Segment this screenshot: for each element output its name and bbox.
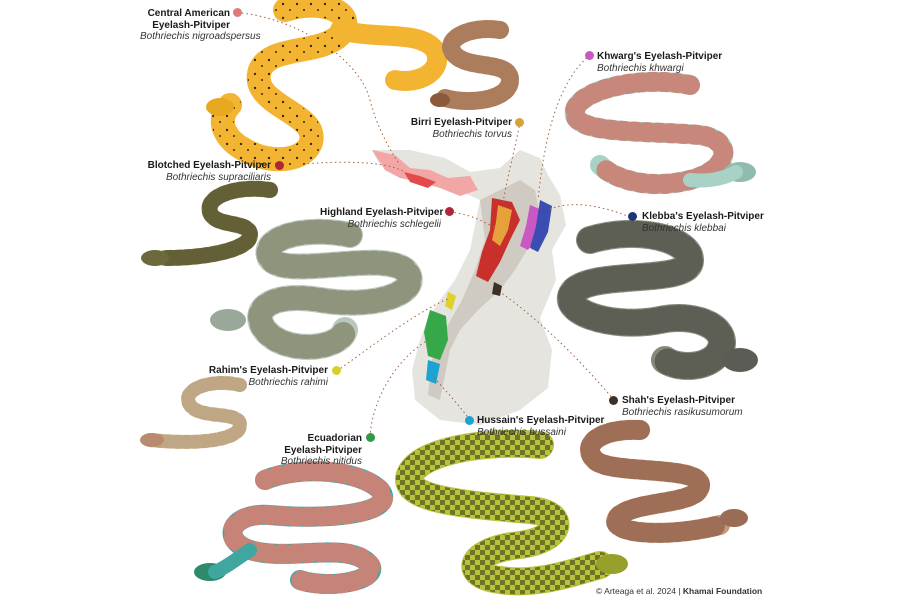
marker-dot-nigroadspersus: [233, 8, 242, 17]
connector-nitidus: [369, 339, 429, 438]
range-torvus: [492, 205, 512, 246]
scientific-name: Bothriechis torvus: [432, 128, 512, 140]
marker-dot-rahimi: [332, 366, 341, 375]
label-schlegelii: Highland Eyelash-Pitviper Bothriechis sc…: [320, 207, 444, 230]
common-name: Eyelash-Pitviper: [152, 19, 230, 31]
label-khwargi: Khwarg's Eyelash-Pitviper Bothriechis kh…: [597, 51, 722, 74]
snake-klebbai: [556, 219, 758, 380]
common-name: Central American: [147, 8, 230, 19]
distribution-map: [372, 150, 566, 425]
snake-torvus: [430, 20, 519, 110]
marker-dot-rasikusumorum: [609, 396, 618, 405]
scientific-name: Bothriechis khwargi: [597, 62, 684, 74]
range-nigroadspersus: [372, 150, 478, 196]
marker-dot-schlegelii: [445, 207, 454, 216]
common-name: Highland Eyelash-Pitviper: [320, 207, 444, 218]
scientific-name: Bothriechis supraciliaris: [165, 171, 271, 183]
label-nigroadspersus: Central American Eyelash-Pitviper Bothri…: [140, 8, 261, 43]
label-rahimi: Rahim's Eyelash-Pitviper Bothriechis rah…: [200, 365, 328, 388]
connector-hussaini: [431, 374, 471, 421]
label-torvus: Birri Eyelash-Pitviper Bothriechis torvu…: [410, 117, 512, 140]
marker-dot-supraciliaris: [275, 161, 284, 170]
snake-hussaini: [395, 429, 628, 596]
label-rasikusumorum: Shah's Eyelash-Pitviper Bothriechis rasi…: [622, 395, 743, 418]
range-rahimi: [445, 292, 456, 310]
range-klebbai: [530, 200, 552, 252]
marker-dot-torvus: [515, 118, 524, 127]
credit-org: Khamai Foundation: [682, 586, 763, 596]
connector-schlegelii: [449, 211, 496, 229]
snake-nitidus: [194, 461, 393, 595]
snake-rahimi: [140, 375, 247, 449]
range-supraciliaris: [404, 172, 436, 188]
snake-rasikusumorum: [580, 419, 748, 543]
marker-dot-klebbai: [628, 212, 637, 221]
label-nitidus: Ecuadorian Eyelash-Pitviper Bothriechis …: [262, 433, 362, 468]
scientific-name: Bothriechis nitidus: [280, 456, 362, 467]
common-name: Hussain's Eyelash-Pitviper: [477, 415, 605, 426]
marker-dot-hussaini: [465, 416, 474, 425]
label-hussaini: Hussain's Eyelash-Pitviper Bothriechis h…: [477, 415, 604, 438]
label-klebbai: Klebba's Eyelash-Pitviper Bothriechis kl…: [642, 211, 764, 234]
common-name: Khwarg's Eyelash-Pitviper: [597, 51, 723, 62]
common-name: Rahim's Eyelash-Pitviper: [208, 365, 328, 376]
connector-rasikusumorum: [499, 291, 615, 401]
marker-dot-nitidus: [366, 433, 375, 442]
label-supraciliaris: Blotched Eyelash-Pitviper Bothriechis su…: [140, 160, 271, 183]
snake-khwargi: [564, 71, 756, 195]
scientific-name: Bothriechis schlegelii: [347, 218, 441, 230]
snake-supraciliaris: [141, 180, 278, 266]
scientific-name: Bothriechis klebbai: [642, 222, 726, 234]
scientific-name: Bothriechis rasikusumorum: [622, 406, 743, 418]
scientific-name: Bothriechis rahimi: [248, 376, 328, 388]
common-name: Eyelash-Pitviper: [284, 444, 362, 456]
snake-schlegelii: [210, 218, 423, 360]
marker-dot-khwargi: [585, 51, 594, 60]
common-name: Birri Eyelash-Pitviper: [410, 117, 512, 128]
range-khwargi: [520, 205, 542, 250]
range-rasikusumorum: [492, 282, 502, 296]
snake-nigroadspersus: [206, 0, 448, 172]
range-nitidus: [424, 310, 448, 360]
credit-text: © Arteaga et al. 2024 |: [596, 586, 683, 596]
connector-torvus: [501, 121, 521, 211]
scientific-name: Bothriechis hussaini: [477, 426, 566, 438]
common-name: Klebba's Eyelash-Pitviper: [642, 211, 764, 222]
range-hussaini: [426, 360, 440, 384]
connector-klebbai: [547, 204, 631, 218]
connector-khwargi: [537, 54, 591, 201]
common-name: Shah's Eyelash-Pitviper: [622, 395, 735, 406]
scientific-name: Bothriechis nigroadspersus: [140, 31, 261, 42]
common-name: Ecuadorian: [307, 433, 362, 444]
copyright-credit: © Arteaga et al. 2024 | Khamai Foundatio…: [596, 586, 762, 596]
common-name: Blotched Eyelash-Pitviper: [147, 160, 271, 171]
snakes: [140, 0, 758, 596]
